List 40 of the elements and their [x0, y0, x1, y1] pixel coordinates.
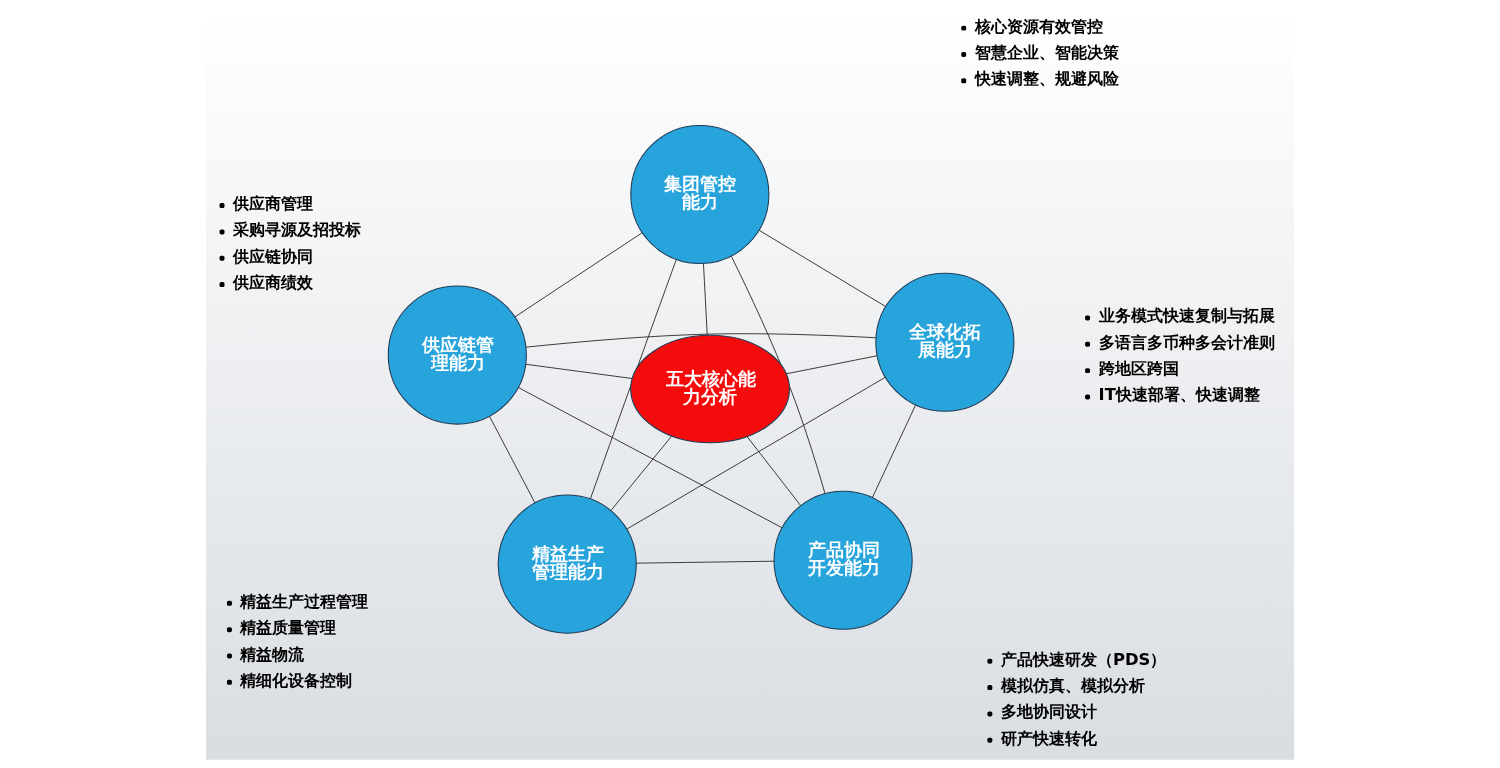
connector [514, 232, 643, 318]
connector [703, 263, 708, 336]
node-label: 业务模式快速复制与拓展 [1098, 306, 1275, 326]
connector [525, 363, 633, 379]
node-ellipse: 五大核心能力分析 [630, 334, 790, 444]
node-label: 跨地区跨国 [1098, 359, 1179, 379]
connector [610, 435, 673, 511]
connector [636, 560, 775, 564]
node-circle: 精益生产管理能力 [497, 494, 637, 634]
node-label: 供应商管理 [233, 194, 314, 214]
node-label: 快速调整、规避风险 [974, 69, 1119, 89]
connector [626, 376, 886, 530]
node-label: 智慧企业、智能决策 [974, 42, 1119, 62]
node-circle: 供应链管理能力 [387, 285, 527, 425]
node-label: 多语言多币种多会计准则 [1098, 332, 1275, 352]
node-label: 精细化设备控制 [240, 670, 353, 690]
node-label: 采购寻源及招投标 [233, 220, 362, 240]
node-circle: 全球化拓展能力 [875, 272, 1015, 412]
connector [730, 255, 826, 494]
node-label: 产品快速研发（PDS） [1000, 649, 1167, 669]
node-label: 供应链协同 [233, 246, 314, 266]
node-circle: 集团管控能力 [630, 124, 770, 265]
node-label: 核心资源有效管控 [974, 16, 1103, 36]
connector [746, 436, 802, 506]
connector [525, 333, 877, 348]
node-label: 精益生产过程管理 [240, 591, 369, 611]
connector [489, 415, 536, 504]
connector [517, 387, 783, 529]
node-label: 模拟仿真、模拟分析 [1000, 676, 1145, 696]
node-label: 供应商绩效 [233, 273, 314, 293]
node-label: IT快速部署、快速调整 [1098, 385, 1260, 405]
node-label: 研产快速转化 [1000, 728, 1097, 748]
node-label: 精益质量管理 [240, 618, 337, 638]
node-label: 精益物流 [240, 644, 305, 664]
connector [589, 259, 677, 500]
node-label: 多地协同设计 [1000, 702, 1097, 722]
connector [758, 229, 887, 308]
node-circle: 产品协同开发能力 [773, 490, 913, 630]
connector [785, 355, 878, 375]
connector [871, 404, 917, 498]
